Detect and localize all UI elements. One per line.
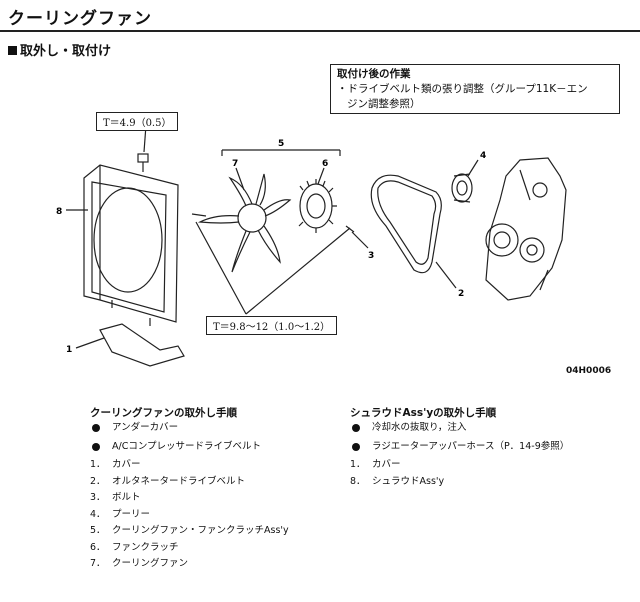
step-marker — [350, 439, 372, 458]
procedure-step: 3． ボルト — [90, 490, 289, 507]
step-label: カバー — [112, 459, 141, 470]
step-label: ボルト — [112, 492, 141, 503]
shroud-bolt-part — [137, 153, 149, 172]
bullet-dot-icon — [92, 424, 100, 432]
post-install-line-2: ジン調整参照） — [347, 98, 421, 110]
exploded-view-diagram: 8 1 2 3 4 5 6 7 — [56, 124, 567, 367]
step-label: ファンクラッチ — [112, 541, 179, 553]
procedure-step: 7． クーリングファン — [90, 556, 289, 573]
step-marker: 2． — [90, 475, 106, 487]
fan-removal-procedure-title: クーリングファンの取外し手順 — [90, 407, 237, 419]
step-marker: 8． — [350, 475, 366, 487]
procedure-step: 5． クーリングファン・ファンクラッチAss'y — [90, 523, 289, 540]
post-install-heading: 取付け後の作業 — [337, 68, 411, 80]
figure-code: 04H0006 — [566, 366, 612, 376]
step-label: クーリングファン・ファンクラッチAss'y — [112, 525, 289, 536]
shroud-removal-procedure-title: シュラウドAss'yの取外し手順 — [350, 407, 497, 419]
callout-1: 1 — [66, 345, 72, 355]
callout-3: 3 — [368, 251, 374, 261]
step-marker: 1． — [90, 459, 106, 470]
post-install-notes-box: 取付け後の作業 ・ドライブベルト類の張り調整（グループ11K－エン ジン調整参照… — [330, 64, 620, 114]
step-label: カバー — [372, 459, 401, 470]
pulley-part — [451, 173, 473, 203]
shroud-removal-steps: 冷却水の抜取り，注入 ラジエーターアッパーホース（P．14-9参照） 1． カバー… — [350, 420, 569, 490]
section-heading-text: 取外し・取付け — [20, 44, 112, 59]
step-label: 冷却水の抜取り，注入 — [372, 422, 467, 433]
procedure-step: アンダーカバー — [90, 420, 289, 439]
step-label: ラジエーターアッパーホース（P．14-9参照） — [372, 440, 570, 452]
step-label: オルタネータードライブベルト — [112, 475, 246, 487]
step-marker: 3． — [90, 492, 106, 503]
callout-6: 6 — [322, 159, 328, 169]
callout-5: 5 — [278, 139, 284, 149]
procedure-step: 冷却水の抜取り，注入 — [350, 420, 569, 439]
procedure-step: A/Cコンプレッサードライブベルト — [90, 439, 289, 458]
procedure-step: 1． カバー — [350, 457, 569, 474]
torque-spec-bottom: T＝9.8～12（1.0～1.2） — [206, 316, 338, 335]
callout-2: 2 — [458, 289, 464, 299]
step-label: アンダーカバー — [112, 422, 179, 433]
procedure-step: 6． ファンクラッチ — [90, 540, 289, 557]
procedure-step: 1． カバー — [90, 457, 289, 474]
title-divider — [0, 30, 640, 32]
torque-spec-top: T＝4.9（0.5） — [96, 112, 179, 131]
page-title: クーリングファン — [8, 9, 152, 29]
fan-shroud-part — [83, 164, 179, 326]
fan-removal-steps: アンダーカバー A/Cコンプレッサードライブベルト 1． カバー 2． オルタネータ… — [90, 420, 289, 573]
procedure-step: ラジエーターアッパーホース（P．14-9参照） — [350, 439, 569, 458]
fan-clutch-part — [298, 179, 337, 233]
square-bullet-icon — [8, 46, 17, 55]
procedure-step: 4． プーリー — [90, 507, 289, 524]
callout-8: 8 — [56, 207, 62, 217]
step-marker: 4． — [90, 508, 106, 520]
bullet-dot-icon — [92, 442, 100, 451]
step-marker — [350, 420, 372, 439]
post-install-line-1: ・ドライブベルト類の張り調整（グループ11K－エン — [337, 83, 588, 95]
step-marker — [90, 420, 112, 439]
step-label: クーリングファン — [112, 558, 189, 569]
step-label: A/Cコンプレッサードライブベルト — [112, 440, 262, 452]
drive-belt-part — [370, 174, 442, 274]
step-marker: 7． — [90, 558, 106, 569]
lower-cover-part — [99, 323, 185, 367]
callout-4: 4 — [480, 151, 486, 161]
bullet-dot-icon — [352, 424, 360, 432]
bullet-dot-icon — [352, 442, 360, 451]
engine-front-part — [485, 157, 567, 301]
step-label: プーリー — [112, 508, 151, 520]
cooling-fan-part — [197, 173, 292, 273]
step-label: シュラウドAss'y — [372, 475, 445, 487]
section-heading: 取外し・取付け — [8, 40, 111, 59]
step-marker — [90, 439, 112, 458]
step-marker: 5． — [90, 525, 106, 536]
callout-7: 7 — [232, 159, 238, 169]
step-marker: 6． — [90, 541, 106, 553]
procedure-step: 8． シュラウドAss'y — [350, 474, 569, 491]
step-marker: 1． — [350, 459, 366, 470]
procedure-step: 2． オルタネータードライブベルト — [90, 474, 289, 491]
